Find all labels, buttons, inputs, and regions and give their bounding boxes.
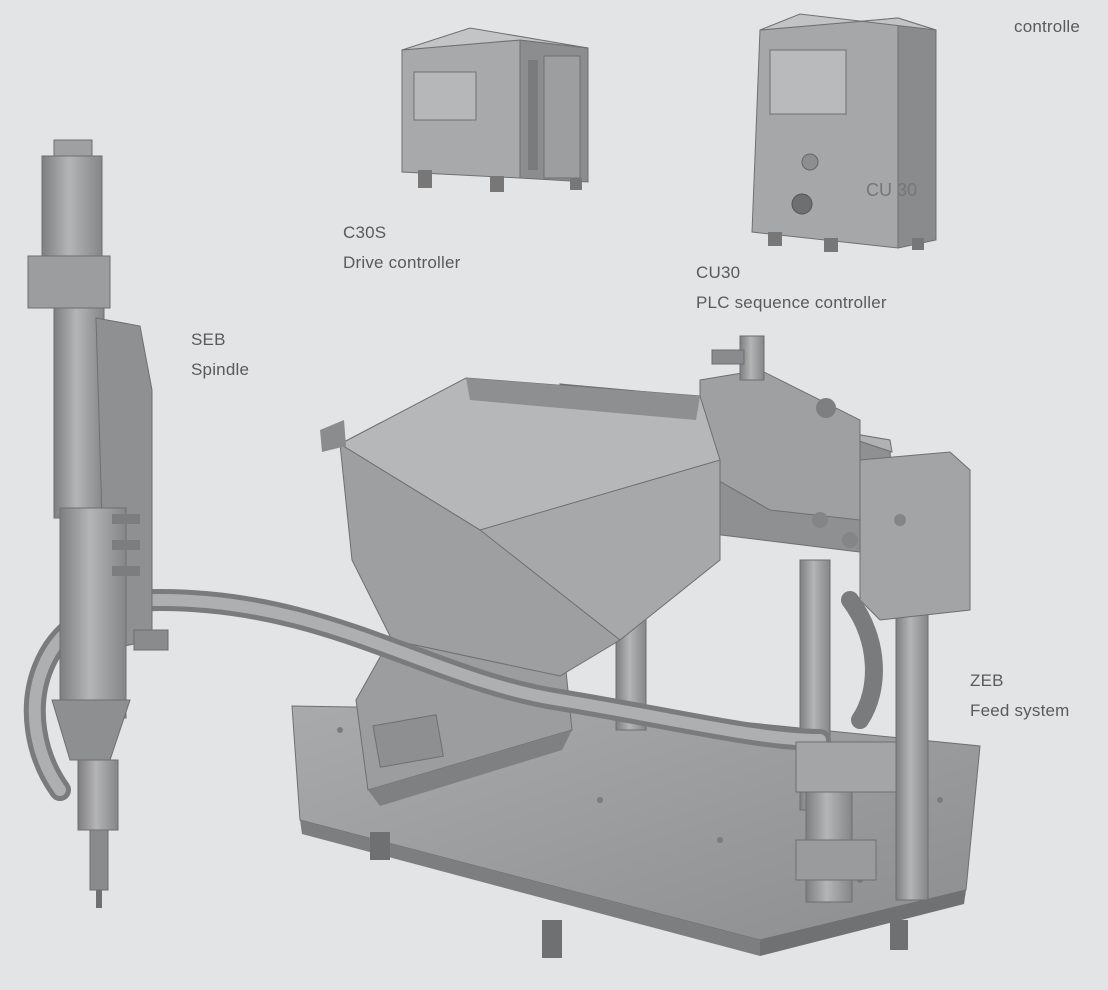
drive-controller-label: C30S Drive controller [343,218,461,278]
feed-system-name: Feed system [970,701,1070,720]
feed-system-code: ZEB [970,671,1004,690]
drive-controller-name: Drive controller [343,253,461,272]
spindle-name: Spindle [191,360,250,379]
spindle-label: SEB Spindle [191,325,249,385]
cu30-panel-marking: CU 30 [866,180,917,200]
plc-controller-unit: CU 30 [751,13,937,252]
drive-controller-unit [401,27,589,192]
feed-system-label: ZEB Feed system [970,666,1070,726]
feed-outlet-block [795,741,897,903]
feed-hose [23,588,883,801]
plc-controller-name: PLC sequence controller [696,293,887,312]
drive-controller-code: C30S [343,223,387,242]
plc-controller-label: CU30 PLC sequence controller [696,258,887,318]
spindle-code: SEB [191,330,226,349]
truncated-controller-label: controlle [1014,12,1080,42]
truncated-controller-text: controlle [1014,17,1081,36]
feed-head-assembly [699,335,971,621]
spindle-unit [27,139,169,908]
hopper [320,377,721,677]
plc-controller-code: CU30 [696,263,741,282]
